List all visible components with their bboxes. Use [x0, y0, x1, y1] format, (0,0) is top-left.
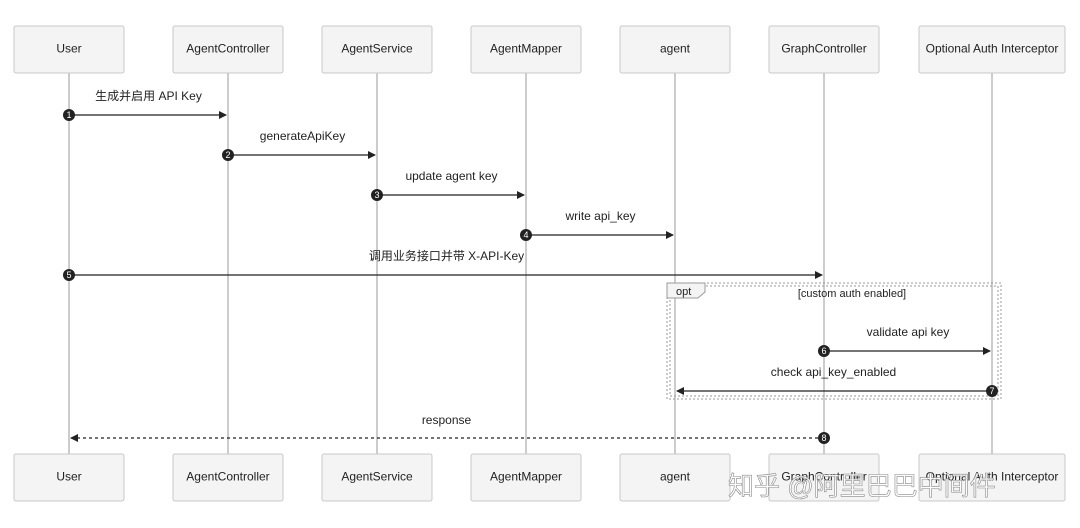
sequence-number-badge	[63, 269, 75, 281]
message-label: validate api key	[867, 325, 950, 339]
message-label: check api_key_enabled	[771, 365, 896, 379]
opt-frame	[666, 282, 1002, 400]
actor-agentservice-bottom: AgentService	[321, 453, 433, 502]
actor-label: GraphController	[781, 42, 866, 56]
message-label: 调用业务接口并带 X-API-Key	[369, 248, 524, 263]
sequence-number: 7	[989, 386, 994, 396]
actor-agent-bottom: agent	[619, 453, 731, 502]
actor-box	[918, 25, 1066, 74]
message-label: 生成并启用 API Key	[95, 89, 202, 103]
actor-label: AgentMapper	[490, 42, 562, 56]
message-6: validate api key 6	[818, 325, 991, 357]
actor-box	[619, 453, 731, 502]
actor-optional-auth-interceptor-bottom: Optional Auth Interceptor	[918, 453, 1066, 502]
message-label: write api_key	[564, 209, 635, 223]
actor-box	[470, 453, 582, 502]
actor-agentservice-top: AgentService	[321, 25, 433, 74]
messages: 生成并启用 API Key 1 generateApiKey 2 update agen…	[63, 89, 998, 444]
message-8: response 8	[70, 413, 830, 444]
actors-bottom: User AgentController AgentService AgentMapp…	[13, 453, 1066, 502]
actor-agentcontroller-bottom: AgentController	[172, 453, 284, 502]
actor-box	[13, 453, 125, 502]
actor-agent-top: agent	[619, 25, 731, 74]
message-4: write api_key 4	[520, 209, 674, 241]
message-5: 调用业务接口并带 X-API-Key 5	[63, 248, 823, 281]
opt-label: opt	[676, 286, 691, 298]
actor-box	[768, 25, 880, 74]
lifelines	[68, 73, 993, 454]
message-1: 生成并启用 API Key 1	[63, 89, 227, 121]
actor-box	[918, 453, 1066, 502]
sequence-number: 2	[225, 150, 230, 160]
actor-label: AgentService	[341, 470, 413, 484]
message-label: response	[422, 413, 472, 427]
actor-agentcontroller-top: AgentController	[172, 25, 284, 74]
actor-label: GraphController	[781, 470, 866, 484]
sequence-number-badge	[520, 229, 532, 241]
actor-box	[172, 453, 284, 502]
actor-label: User	[56, 470, 81, 484]
sequence-number: 1	[66, 110, 71, 120]
actor-box	[321, 453, 433, 502]
sequence-number-badge	[986, 385, 998, 397]
sequence-number-badge	[63, 109, 75, 121]
actor-label: User	[56, 42, 81, 56]
actors-top: User AgentController AgentService AgentMapp…	[13, 25, 1066, 74]
sequence-number-badge	[371, 189, 383, 201]
message-label: generateApiKey	[260, 129, 345, 143]
actor-optional-auth-interceptor-top: Optional Auth Interceptor	[918, 25, 1066, 74]
actor-box	[470, 25, 582, 74]
actor-label: AgentController	[186, 470, 269, 484]
actor-graphcontroller-bottom: GraphController	[768, 453, 880, 502]
actor-box	[13, 25, 125, 74]
actor-agentmapper-top: AgentMapper	[470, 25, 582, 74]
actor-graphcontroller-top: GraphController	[768, 25, 880, 74]
message-label: update agent key	[405, 169, 497, 183]
sequence-number-badge	[818, 432, 830, 444]
sequence-number-badge	[818, 345, 830, 357]
actor-box	[321, 25, 433, 74]
actor-label: agent	[660, 42, 691, 56]
actor-label: Optional Auth Interceptor	[926, 42, 1059, 56]
actor-label: AgentService	[341, 42, 413, 56]
sequence-number: 8	[821, 433, 826, 443]
opt-frame-inner	[669, 285, 999, 397]
actor-label: Optional Auth Interceptor	[926, 470, 1059, 484]
message-7: check api_key_enabled 7	[676, 365, 998, 397]
opt-condition: [custom auth enabled]	[798, 288, 906, 300]
sequence-number: 4	[523, 230, 528, 240]
actor-label: AgentMapper	[490, 470, 562, 484]
message-2: generateApiKey 2	[222, 129, 376, 161]
sequence-number: 6	[821, 346, 826, 356]
watermark: 知乎 @阿里巴巴中间件	[728, 471, 996, 501]
actor-box	[172, 25, 284, 74]
actor-user-top: User	[13, 25, 125, 74]
sequence-number-badge	[222, 149, 234, 161]
actor-user-bottom: User	[13, 453, 125, 502]
actor-label: AgentController	[186, 42, 269, 56]
opt-fragment: opt [custom auth enabled]	[666, 282, 1002, 400]
message-3: update agent key 3	[371, 169, 525, 201]
actor-box	[768, 453, 880, 502]
sequence-number: 5	[66, 270, 71, 280]
actor-agentmapper-bottom: AgentMapper	[470, 453, 582, 502]
actor-label: agent	[660, 470, 691, 484]
actor-box	[619, 25, 731, 74]
opt-tab	[666, 282, 706, 299]
sequence-number: 3	[374, 190, 379, 200]
